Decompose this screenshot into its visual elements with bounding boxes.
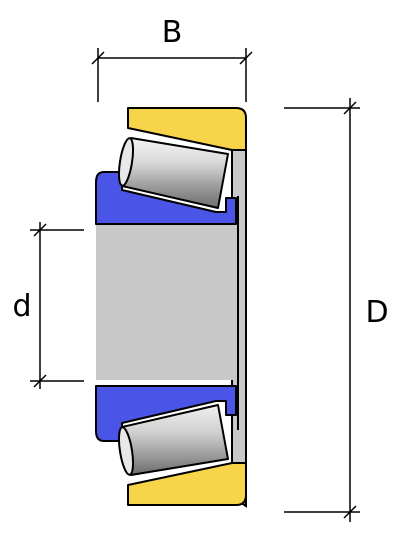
roller-top-end [117,137,135,187]
inner-ring-top [95,171,237,225]
outer-ring-top [127,107,247,151]
roller-bottom-end [117,426,135,476]
outer-ring-bottom [127,462,247,506]
dimension-d-bore-label: d [12,289,31,324]
dimension-d-outer [284,98,360,522]
bearing-body [96,222,244,380]
dimension-d-outer-label: D [365,295,388,330]
dimension-d-bore [30,222,84,389]
inner-ring-bottom [95,385,237,442]
dimension-b [91,48,253,102]
dimension-b-label: B [162,15,183,50]
